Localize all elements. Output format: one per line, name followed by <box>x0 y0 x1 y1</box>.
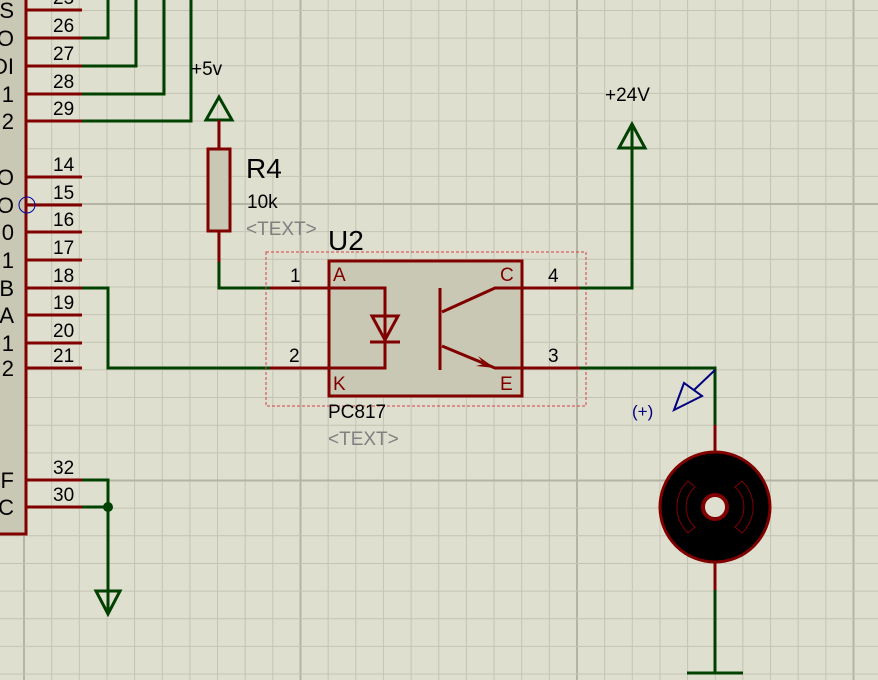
junction-dot <box>103 502 113 512</box>
power-5v-terminal[interactable]: +5v <box>191 59 235 122</box>
mcu-pin-name: F <box>1 468 14 493</box>
mcu-pin-number: 32 <box>53 458 74 479</box>
mcu-pin-number: 25 <box>53 0 74 9</box>
mcu-pin-number: 27 <box>53 44 74 65</box>
r4-value-label: 10k <box>247 192 278 213</box>
motor-brush-left <box>676 480 696 534</box>
mcu-pin[interactable]: 29 2 <box>2 99 82 134</box>
emitter-arrow-icon <box>476 356 495 368</box>
probe-arrow-icon <box>672 381 704 413</box>
r4-ref-label: R4 <box>246 153 282 184</box>
r4-body <box>206 147 232 233</box>
mcu-pin-number: 26 <box>53 16 74 37</box>
u2-pin-num-3: 3 <box>548 346 559 367</box>
u2-part-label: PC817 <box>328 402 386 423</box>
mcu-pin-number: 28 <box>53 72 74 93</box>
wire-emitter-to-motor <box>580 366 717 425</box>
output-wires <box>580 124 743 675</box>
mcu-pin[interactable]: 17 1 <box>2 238 82 273</box>
mcu-pin-number: 19 <box>53 293 74 314</box>
mcu-pin-number: 16 <box>53 210 74 231</box>
wire-pin28 <box>82 0 166 96</box>
mcu-pin-number: 30 <box>53 485 74 506</box>
mcu-pin-name: C <box>0 495 14 520</box>
r4-text-label: <TEXT> <box>246 219 317 240</box>
dc-motor[interactable] <box>658 425 772 590</box>
mcu-pin-number: 18 <box>53 266 74 287</box>
u2-pin-name-c: C <box>500 265 514 286</box>
power-24v-label: +24V <box>605 85 650 106</box>
mcu-body <box>0 0 28 536</box>
mcu-pin[interactable]: 21 2 <box>2 346 82 381</box>
mcu-pin-number: 17 <box>53 238 74 259</box>
mcu-pin[interactable]: 16 0 <box>2 210 82 245</box>
mcu-pin-name: 2 <box>2 356 14 381</box>
mcu-pin[interactable]: 20 1 <box>2 321 82 356</box>
u2-pin-num-4: 4 <box>548 266 559 287</box>
mcu-pin-number: 20 <box>53 321 74 342</box>
probe-label: (+) <box>632 402 653 421</box>
mcu-pin[interactable]: 32 F <box>1 458 82 493</box>
mcu-pin-number: 15 <box>53 183 74 204</box>
power-arrow-icon <box>203 93 235 122</box>
led-diode-icon <box>369 314 401 344</box>
mcu-pin-name: B <box>0 276 14 301</box>
wire-pin18-to-opto <box>82 286 270 370</box>
mcu-pin-name: 1 <box>2 331 14 356</box>
mcu-component[interactable]: 25S26O27DI28129214O15O16017118B19A201212… <box>0 0 82 536</box>
u2-pin-name-e: E <box>500 374 513 395</box>
mcu-pin-number: 14 <box>53 155 75 176</box>
mcu-pin-number: 21 <box>53 346 74 367</box>
mcu-pin[interactable]: 26 O <box>0 16 82 51</box>
u2-pin-name-k: K <box>333 374 346 395</box>
mcu-pin[interactable]: 30 C <box>0 485 82 520</box>
mcu-pin[interactable]: 28 1 <box>2 72 82 107</box>
wire-pin29 <box>82 0 193 123</box>
mcu-pin-name: O <box>0 26 14 51</box>
mcu-pin-name: 2 <box>2 109 14 134</box>
optocoupler-u2[interactable]: U2 A K E C 1 2 3 4 PC817 <TEXT> <box>265 225 587 450</box>
u2-body <box>327 259 524 398</box>
mcu-pin-name: 1 <box>2 82 14 107</box>
u2-pin-num-2: 2 <box>289 346 300 367</box>
mcu-pin-name: DI <box>0 54 14 79</box>
probe-stem <box>693 369 716 391</box>
wire-r4-to-opto <box>217 262 270 290</box>
mcu-pin-name: 0 <box>2 220 14 245</box>
mcu-pin-name: O <box>0 165 14 190</box>
resistor-r4[interactable]: R4 10k <TEXT> <box>206 120 317 262</box>
u2-selection-box <box>265 251 587 407</box>
wire-pin27 <box>82 0 138 68</box>
mcu-pin[interactable]: 18 B <box>0 266 82 301</box>
mcu-pin[interactable]: 27 DI <box>0 44 82 79</box>
motor-shaft <box>701 493 729 521</box>
led-wiring <box>329 286 387 370</box>
power-5v-label: +5v <box>191 59 223 80</box>
u2-ref-label: U2 <box>328 225 364 256</box>
u2-pin-name-a: A <box>333 265 346 286</box>
wire-24v-to-collector <box>580 124 634 290</box>
wire-pin26 <box>82 0 110 40</box>
u2-text-label: <TEXT> <box>328 429 399 450</box>
voltage-probe[interactable]: (+) <box>632 369 716 421</box>
mcu-pin-name: A <box>0 303 14 328</box>
u2-pin-num-1: 1 <box>290 266 301 287</box>
bus-wires <box>82 0 270 612</box>
ground-terminal-icon[interactable] <box>93 589 123 618</box>
phototransistor-collector <box>441 286 522 314</box>
mcu-pin-name: S <box>0 0 14 23</box>
mcu-pin-number: 29 <box>53 99 74 120</box>
mcu-pin[interactable]: 25 S <box>0 0 82 23</box>
mcu-pin[interactable]: 19 A <box>0 293 82 328</box>
wire-pin32-gnd <box>82 478 110 612</box>
mcu-pin-name: O <box>0 193 14 218</box>
motor-brush-right <box>734 480 754 534</box>
mcu-pin-name: 1 <box>2 248 14 273</box>
mcu-pin[interactable]: 14 O <box>0 155 82 190</box>
power-24v-terminal[interactable]: +24V <box>605 85 650 150</box>
pin-marker-icon <box>18 196 36 214</box>
